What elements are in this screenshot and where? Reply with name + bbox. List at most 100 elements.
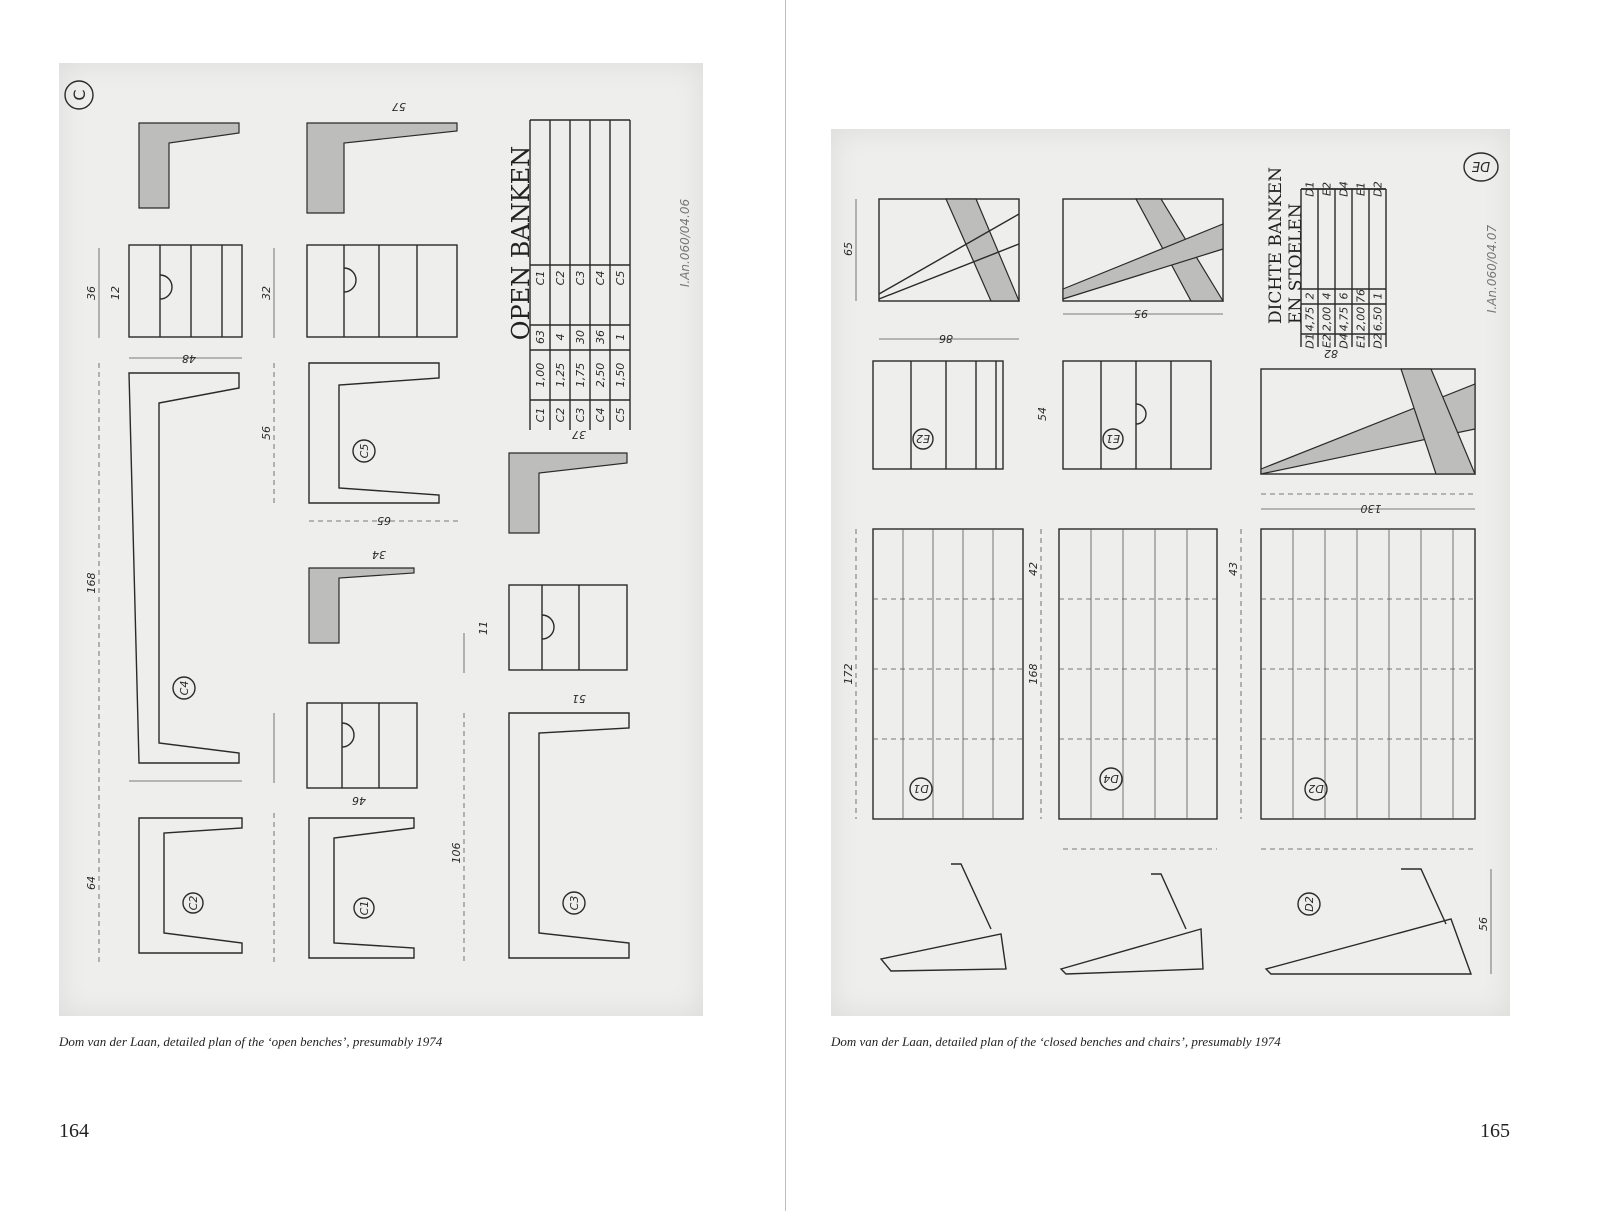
chair-profile-2 xyxy=(1059,873,1204,975)
sheet-mark: DE xyxy=(1471,158,1490,173)
label-c5: C5 xyxy=(358,444,371,459)
right-page: DE xyxy=(786,0,1600,1211)
table-cell-code: D4 xyxy=(1338,333,1351,348)
label-c2: C2 xyxy=(187,896,200,911)
table-cell-count: 36 xyxy=(594,330,607,344)
table-cell-count: 4 xyxy=(554,334,567,341)
table-cell-code: D1 xyxy=(1304,333,1317,348)
figure-caption: Dom van der Laan, detailed plan of the ‘… xyxy=(831,1034,1281,1049)
open-benches-drawing: C xyxy=(59,63,703,1016)
dim-56: 56 xyxy=(260,426,273,440)
label-d2-profile: D2 xyxy=(1303,896,1316,911)
table-cell-code: C2 xyxy=(554,271,567,286)
dim-57: 57 xyxy=(392,100,406,113)
table-cell-length: 2,50 xyxy=(594,363,607,388)
table-cell-code: C1 xyxy=(534,271,547,286)
bench-profile-c4 xyxy=(128,372,240,764)
label-c4: C4 xyxy=(178,681,191,696)
label-d4: D4 xyxy=(1103,772,1118,785)
table-cell-code: C1 xyxy=(534,408,547,423)
bench-plan-d1 xyxy=(872,528,1024,820)
dim-130: 130 xyxy=(1361,502,1382,515)
table-cell-code: C3 xyxy=(574,271,587,286)
dim-46: 46 xyxy=(352,794,366,807)
dim-37: 37 xyxy=(572,428,586,441)
dim-168: 168 xyxy=(1027,664,1040,685)
dim-54: 54 xyxy=(1036,407,1049,421)
table-cell-code: C4 xyxy=(594,408,607,423)
sheet-mark-circle xyxy=(64,80,94,110)
dim-51: 51 xyxy=(572,692,586,705)
dim-106: 106 xyxy=(450,843,463,864)
page-number: 165 xyxy=(1480,1120,1510,1142)
table-cell-code: C3 xyxy=(574,408,587,423)
table-cell-code: E2 xyxy=(1321,182,1334,196)
profile-section-e xyxy=(878,198,1020,302)
dim-11: 11 xyxy=(477,621,490,635)
dim-32: 32 xyxy=(260,286,273,300)
profile-section-2 xyxy=(306,122,458,214)
dim-12: 12 xyxy=(109,286,122,300)
dim-42: 42 xyxy=(1027,562,1040,576)
bench-profile-c3 xyxy=(508,712,630,959)
dim-82: 82 xyxy=(1324,347,1338,360)
table-cell-length: 4,75 xyxy=(1338,307,1351,332)
seat-plan-1 xyxy=(128,244,243,338)
dim-168: 168 xyxy=(85,573,98,594)
table-cell-code: D2 xyxy=(1372,181,1385,196)
bench-plan-d2 xyxy=(1260,528,1476,820)
dim-65: 65 xyxy=(842,242,855,256)
seat-plan-4 xyxy=(306,702,418,789)
table-cell-length: 2,00 xyxy=(1355,307,1368,332)
dim-95: 95 xyxy=(1134,307,1148,320)
table-cell-code: D2 xyxy=(1372,333,1385,348)
dim-34: 34 xyxy=(372,548,386,561)
drawing-title-line2: EN STOELEN xyxy=(1286,203,1306,324)
table-cell-code: C4 xyxy=(594,271,607,286)
bench-plan-d4 xyxy=(1058,528,1218,820)
table-cell-count: 63 xyxy=(534,330,547,344)
profile-section-e1 xyxy=(1062,198,1225,302)
table-cell-count: 2 xyxy=(1304,293,1317,300)
seat-plan-2 xyxy=(306,244,458,338)
dim-48: 48 xyxy=(182,352,196,365)
bench-profile-c5 xyxy=(308,362,440,504)
seat-plan-e2 xyxy=(872,360,1004,470)
table-cell-length: 2,00 xyxy=(1321,307,1334,332)
dim-86: 86 xyxy=(939,332,953,345)
quantity-table: D14,752D1E22,004E2D44,756D4E12,0076E1D26… xyxy=(1300,181,1387,349)
table-cell-code: E2 xyxy=(1321,334,1334,348)
table-cell-count: 1 xyxy=(614,334,627,341)
profile-section-1 xyxy=(138,122,240,209)
table-cell-length: 1,75 xyxy=(574,363,587,388)
chair-profile-1 xyxy=(879,863,1007,972)
closed-benches-drawing: DE xyxy=(831,129,1510,1016)
table-cell-count: 6 xyxy=(1338,293,1351,300)
label-e1: E1 xyxy=(1106,432,1120,445)
profile-section-d xyxy=(1260,368,1476,475)
table-cell-count: 30 xyxy=(574,330,587,344)
dim-43: 43 xyxy=(1227,562,1240,576)
profile-section-3 xyxy=(508,452,628,534)
label-d2: D2 xyxy=(1308,782,1323,795)
bench-profile-c1 xyxy=(308,817,415,959)
table-cell-code: C5 xyxy=(614,408,627,423)
table-cell-length: 1,00 xyxy=(534,363,547,388)
figure-caption: Dom van der Laan, detailed plan of the ‘… xyxy=(59,1034,443,1049)
seat-plan-3 xyxy=(508,584,628,671)
drawing-title: OPEN BANKEN xyxy=(507,146,535,340)
dim-56: 56 xyxy=(1477,917,1490,931)
closed-benches-plan-svg: DE xyxy=(842,152,1499,975)
table-cell-count: 1 xyxy=(1372,293,1385,300)
table-cell-count: 76 xyxy=(1355,289,1368,303)
label-c1: C1 xyxy=(358,901,371,916)
table-cell-code: D1 xyxy=(1304,181,1317,196)
dim-36: 36 xyxy=(85,286,98,300)
profile-section-4 xyxy=(308,567,415,644)
chair-profile-3 xyxy=(1264,868,1472,975)
dim-65: 65 xyxy=(377,514,391,527)
table-cell-code: D4 xyxy=(1338,181,1351,196)
dim-64: 64 xyxy=(85,876,98,890)
sheet-mark-circle xyxy=(1463,152,1499,182)
page-number: 164 xyxy=(59,1120,89,1142)
